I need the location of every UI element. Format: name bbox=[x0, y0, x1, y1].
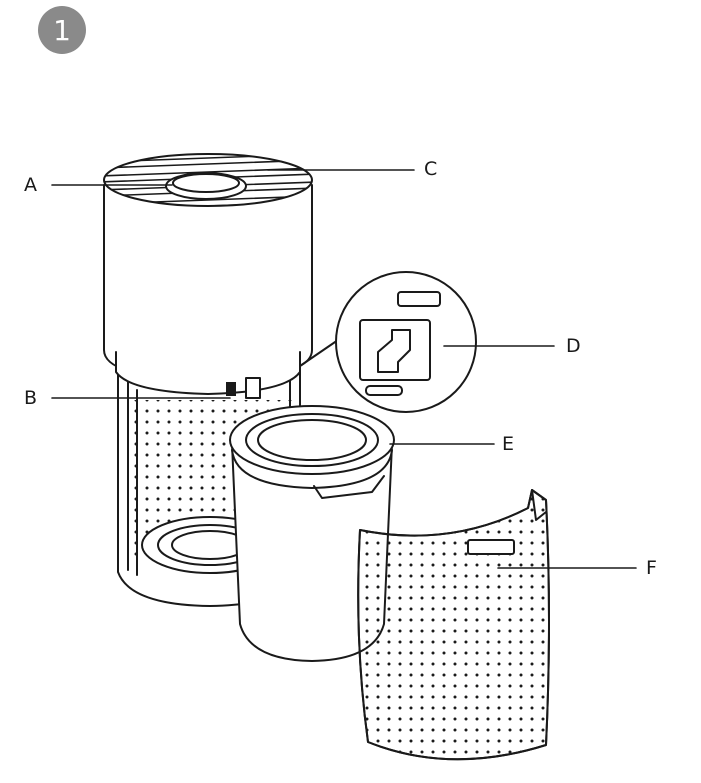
step-number: 1 bbox=[53, 13, 71, 47]
callout-label-c: C bbox=[424, 158, 438, 180]
callout-label-d: D bbox=[566, 335, 581, 357]
leader-lines bbox=[51, 169, 637, 569]
latch-detail-inset bbox=[299, 271, 477, 413]
callout-label-f: F bbox=[646, 557, 657, 579]
perforated-cover bbox=[357, 489, 550, 761]
filter-cartridge bbox=[229, 405, 395, 662]
callout-label-b: B bbox=[24, 387, 38, 409]
callout-label-a: A bbox=[24, 174, 37, 196]
callout-label-e: E bbox=[502, 433, 515, 455]
step-number-badge: 1 bbox=[38, 6, 86, 54]
